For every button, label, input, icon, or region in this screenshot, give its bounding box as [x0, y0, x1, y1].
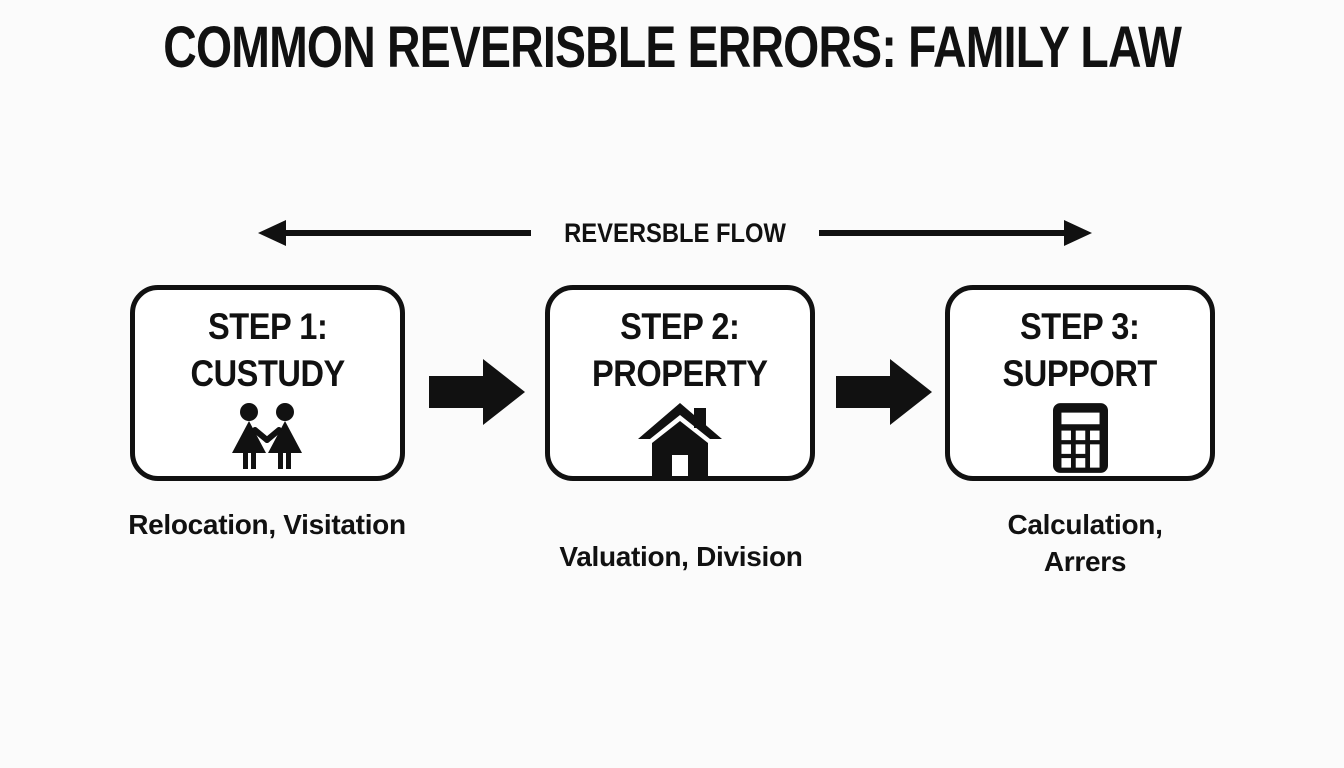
- reversible-flow: REVERSBLE FLOW: [258, 217, 1093, 248]
- step-1-title-line2: CUSTUDY: [190, 352, 345, 394]
- calculator-icon: [1052, 403, 1108, 474]
- step-3-title: STEP 3: SUPPORT: [1002, 304, 1158, 397]
- step-1-title-line1: STEP 1:: [207, 306, 328, 347]
- step-2-title-line1: STEP 2:: [620, 306, 740, 347]
- step-3-title-line1: STEP 3:: [1020, 306, 1140, 347]
- page-title-text: COMMON REVERISBLE ERRORS: FAMILY LAW: [163, 15, 1182, 80]
- step-2-title-line2: PROPERTY: [592, 352, 768, 394]
- flow-label: REVERSBLE FLOW: [564, 217, 786, 248]
- couple-icon: [218, 403, 318, 471]
- step-3-caption: Calculation, Arrers: [1007, 509, 1163, 577]
- step-2-title: STEP 2: PROPERTY: [592, 304, 768, 397]
- flow-arrow-right: [819, 220, 1093, 246]
- page-title: COMMON REVERISBLE ERRORS: FAMILY LAW: [0, 14, 1344, 81]
- house-icon: [637, 403, 723, 481]
- flow-arrow-left: [258, 220, 531, 246]
- step-1-title: STEP 1: CUSTUDY: [190, 304, 345, 397]
- step-1-box: STEP 1: CUSTUDY: [130, 285, 405, 481]
- step-3-title-line2: SUPPORT: [1002, 352, 1158, 394]
- step-3-box: STEP 3: SUPPORT: [945, 285, 1215, 481]
- step-1-caption: Relocation, Visitation: [128, 509, 406, 540]
- arrow-step2-to-step3: [836, 359, 932, 425]
- arrow-step1-to-step2: [429, 359, 525, 425]
- step-2-box: STEP 2: PROPERTY: [545, 285, 815, 481]
- step-2-caption: Valuation, Division: [559, 541, 803, 572]
